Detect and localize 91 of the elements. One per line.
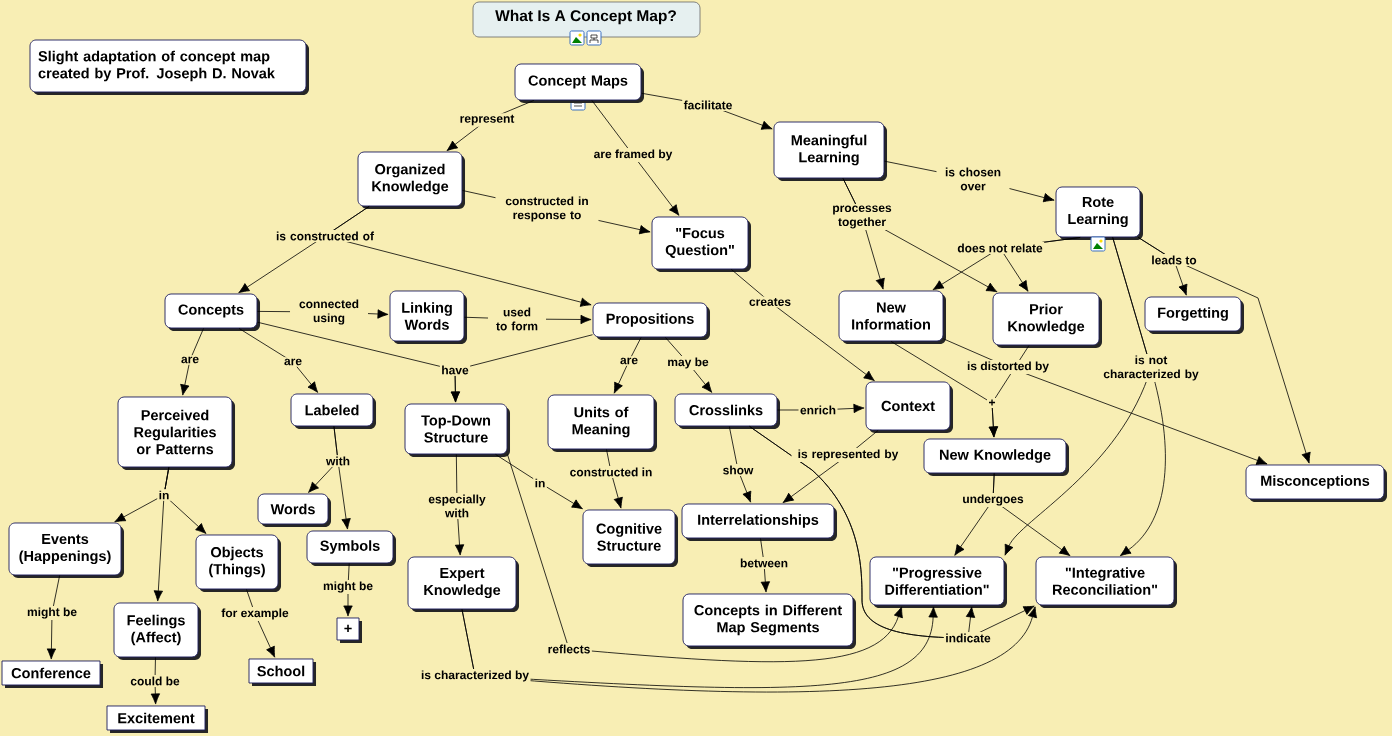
arrow: [943, 338, 1268, 465]
arrow: [454, 454, 465, 556]
edge-label: does not relate: [955, 242, 1045, 254]
edge-label: are: [282, 357, 304, 367]
arrow: [495, 454, 583, 510]
concept-box: Feelings (Affect): [113, 602, 201, 660]
edge-label: +: [987, 398, 997, 408]
concept-box: Propositions: [592, 302, 710, 340]
arrow: [728, 426, 752, 503]
edge-label: have: [439, 364, 471, 376]
concept-box: Symbols: [306, 530, 396, 566]
arrow: [163, 467, 207, 534]
concept-box: "Integrative Reconciliation": [1035, 556, 1177, 608]
edge-label: are: [618, 356, 640, 366]
arrow: [461, 606, 1038, 693]
concept-box: Perceived Regularities or Patterns: [117, 396, 235, 470]
arrow: [238, 328, 319, 393]
arrow: [246, 589, 276, 658]
concept-box: Excitement: [106, 705, 208, 733]
concept-box: Crosslinks: [674, 393, 780, 429]
edge-label: could be: [128, 675, 182, 687]
edge-label: in: [157, 489, 171, 501]
edge-label: facilitate: [682, 99, 734, 111]
concept-box: Objects (Things): [195, 534, 281, 592]
edge-label: reflects: [546, 643, 592, 655]
concept-box: Rote Learning: [1055, 186, 1143, 240]
concept-box: Misconceptions: [1245, 464, 1387, 502]
concept-box: Words: [257, 493, 331, 527]
edge-label: is chosen over: [936, 166, 1010, 192]
arrow: [180, 328, 204, 396]
concept-box: Organized Knowledge: [357, 151, 465, 209]
arrow: [1112, 237, 1166, 557]
arrow: [730, 269, 875, 382]
arrow: [606, 449, 623, 509]
edge-label: indicate: [943, 632, 993, 644]
arrow: [150, 657, 161, 705]
arrow: [46, 575, 61, 660]
arrow: [1137, 237, 1311, 464]
concept-box: Concept Maps: [514, 63, 644, 103]
arrow: [591, 100, 680, 216]
concept-box: Prior Knowledge: [992, 292, 1102, 348]
concept-box: Interrelationships: [681, 503, 837, 541]
edge-label: in: [533, 477, 547, 489]
edge-label: are: [179, 355, 201, 365]
arrow: [613, 337, 642, 394]
concept-box: Cognitive Structure: [582, 509, 678, 567]
edge-label: connected using: [290, 297, 368, 327]
arrow: [446, 100, 535, 152]
arrow: [343, 563, 353, 617]
edge-label: represent: [458, 113, 516, 127]
concept-box: Concepts in Different Map Segments: [682, 593, 856, 649]
arrow: [782, 430, 879, 504]
concept-box: Forgetting: [1144, 296, 1244, 334]
edge-label: enrich: [798, 404, 838, 416]
concept-box: "Focus Question": [651, 216, 751, 272]
arrow: [749, 426, 1035, 639]
concept-box: New Information: [838, 290, 946, 344]
edge-label: creates: [747, 296, 793, 308]
concept-box: School: [248, 658, 316, 686]
arrow: [760, 538, 770, 593]
concept-box: Expert Knowledge: [407, 556, 519, 612]
concept-box: "Progressive Differentiation": [869, 556, 1007, 608]
edge-label: used to form: [488, 306, 546, 332]
concept-box: Linking Words: [389, 290, 467, 344]
arrow: [450, 334, 593, 403]
edge-label: show: [721, 464, 755, 476]
concept-box: Concepts: [164, 293, 260, 331]
edge-label: is constructed of: [273, 230, 377, 242]
concept-box: Events (Happenings): [8, 522, 124, 578]
edge-label: constructed in: [568, 466, 654, 478]
note-box: Slight adaptation of concept map created by Prof. Joseph D. Novak: [29, 39, 309, 95]
concept-box: Top-Down Structure: [404, 403, 510, 457]
concept-box: +: [336, 617, 362, 643]
concept-box: Labeled: [290, 393, 376, 429]
edge-label: with: [324, 455, 352, 467]
concept-box: Context: [865, 381, 953, 433]
concept-box: Units of Meaning: [547, 394, 657, 452]
edge-label: processes together: [823, 204, 901, 230]
concept-box: Meaningful Learning: [773, 121, 887, 181]
concept-box: New Knowledge: [923, 438, 1069, 476]
concept-box: Conference: [1, 660, 103, 688]
edge-label: is not characterized by: [1092, 353, 1210, 383]
edge-label: between: [738, 557, 790, 569]
arrow: [333, 426, 351, 530]
arrow: [665, 337, 713, 393]
arrow: [992, 473, 1071, 557]
edge-label: leads to: [1149, 254, 1199, 266]
title-box: What Is A Concept Map?: [472, 1, 701, 38]
edge-label: especially with: [418, 493, 496, 519]
arrow: [507, 454, 903, 663]
edge-label: constructed in response to: [495, 194, 599, 224]
